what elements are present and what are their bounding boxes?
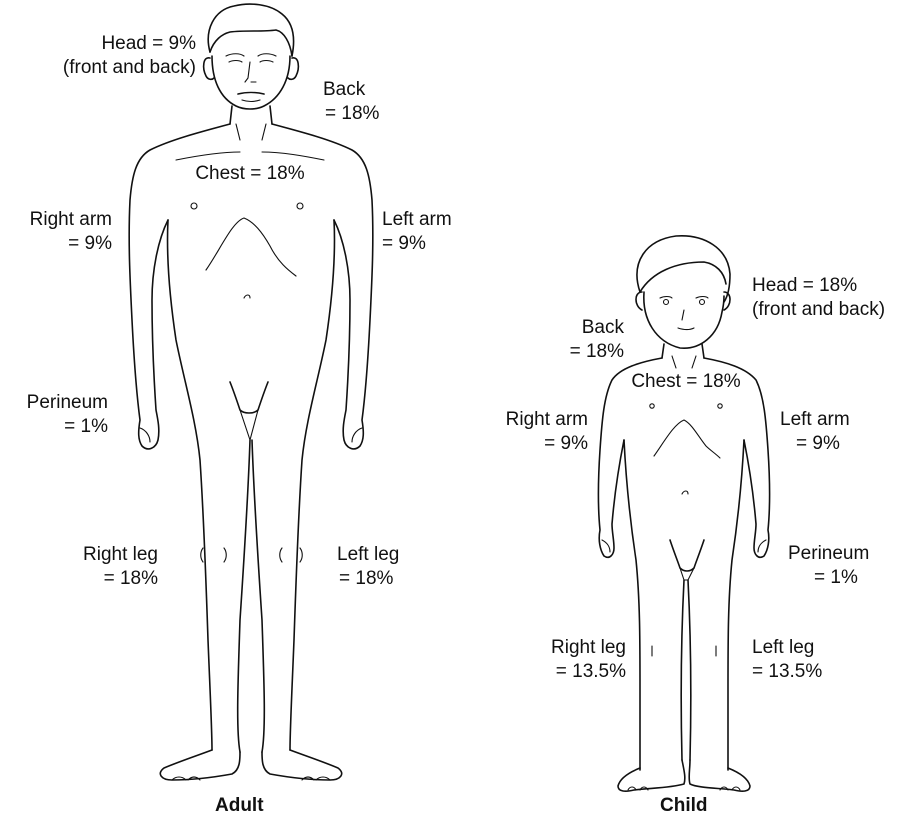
child-chest-label: Chest = 18% [612,370,760,394]
child-caption: Child [660,795,708,817]
child-left-leg-label: Left leg= 13.5% [752,636,822,684]
child-left-arm-label: Left arm= 9% [780,408,850,456]
adult-chest-label: Chest = 18% [180,162,320,186]
child-figure [599,236,770,791]
adult-perineum-label: Perineum= 1% [4,391,108,439]
child-right-leg-label: Right leg= 13.5% [516,636,626,684]
adult-left-leg-label: Left leg= 18% [337,543,399,591]
adult-left-arm-label: Left arm= 9% [382,208,452,256]
adult-back-label: Back= 18% [323,78,379,126]
child-right-arm-label: Right arm= 9% [480,408,588,456]
child-head-label: Head = 18%(front and back) [752,274,885,322]
child-back-label: Back= 18% [520,316,624,364]
adult-right-leg-label: Right leg= 18% [50,543,158,591]
adult-caption: Adult [215,795,264,817]
child-perineum-label: Perineum= 1% [788,542,869,590]
adult-right-arm-label: Right arm= 9% [4,208,112,256]
adult-head-label: Head = 9%(front and back) [4,32,196,80]
